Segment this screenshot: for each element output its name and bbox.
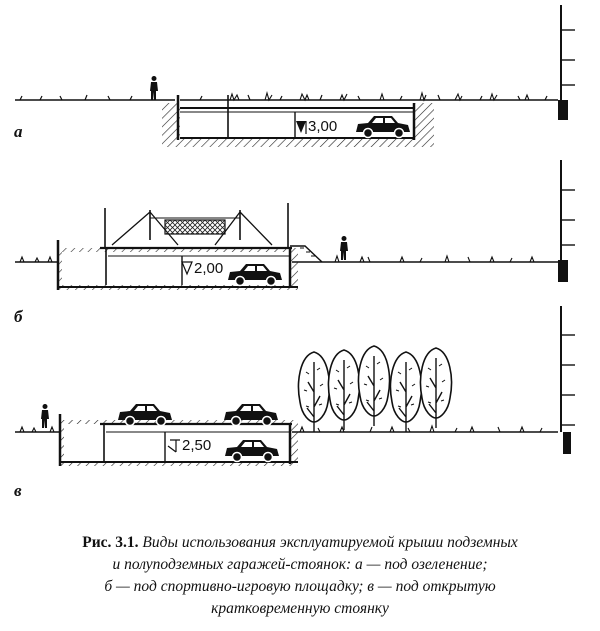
- caption-line-2: и полуподземных гаражей-стоянок: а — под…: [112, 556, 488, 573]
- tree-icon: [297, 351, 331, 433]
- diagram-canvas: 3,00 а: [14, 5, 575, 500]
- panel-letter-c: в: [14, 481, 22, 500]
- building-a: [558, 5, 575, 120]
- level-label-c: 2,50: [182, 437, 211, 454]
- tree-icon: [389, 351, 423, 433]
- caption-line-3: б — под спортивно-игровую площадку; в — …: [104, 578, 496, 595]
- building-b: [558, 160, 575, 282]
- tree-icon: [327, 349, 361, 431]
- caption-line-4: кратковременную стоянку: [211, 600, 389, 617]
- panel-letter-b: б: [14, 307, 24, 326]
- panel-c: 2,50 в: [14, 306, 575, 500]
- panel-b: 2,00 б: [14, 160, 575, 326]
- level-label-b: 2,00: [194, 260, 223, 277]
- caption-line-1: Виды использования эксплуатируемой крыши…: [138, 534, 518, 551]
- panel-a: 3,00 а: [14, 5, 575, 147]
- person-icon: [41, 404, 49, 428]
- person-icon: [150, 76, 158, 100]
- caption-lead: Рис. 3.1.: [82, 534, 139, 551]
- level-label-a: 3,00: [308, 118, 337, 135]
- tree-icon: [419, 347, 453, 429]
- building-c: [560, 306, 575, 454]
- panel-letter-a: а: [14, 122, 23, 141]
- figure-caption: Рис. 3.1. Виды использования эксплуатиру…: [20, 532, 580, 620]
- tree-icon: [357, 345, 391, 427]
- person-icon: [340, 236, 348, 260]
